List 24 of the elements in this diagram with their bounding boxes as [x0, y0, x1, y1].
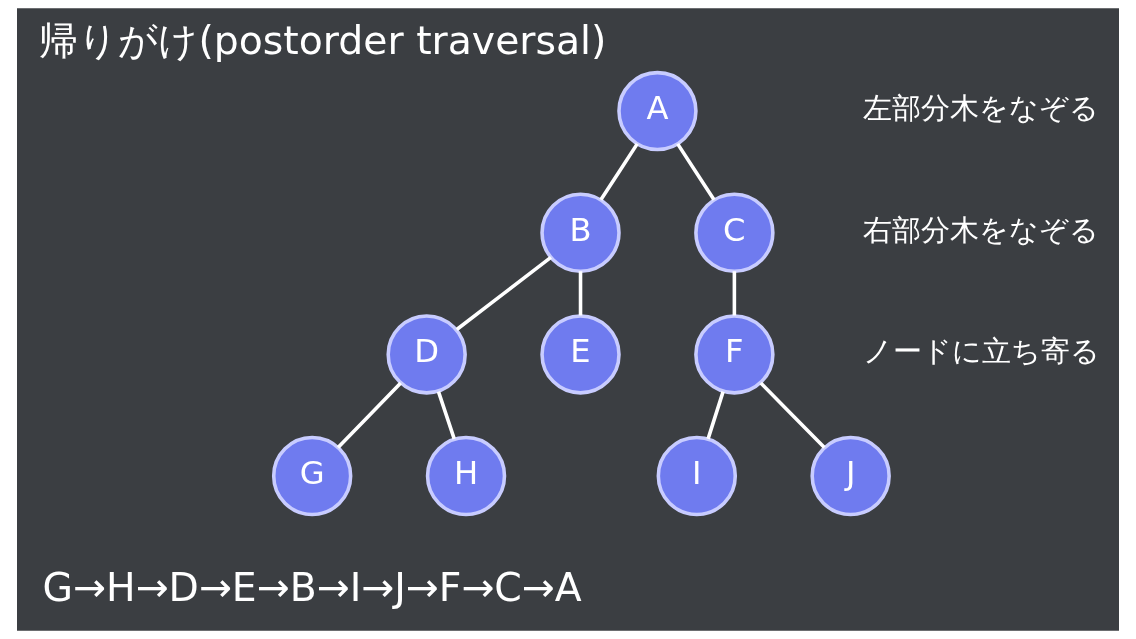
connector	[599, 142, 639, 201]
connector	[706, 391, 725, 440]
node-circle: H	[425, 435, 507, 517]
connector	[578, 271, 583, 316]
node-circle: I	[656, 435, 738, 517]
diagram-title: 帰りがけ(postorder traversal)	[39, 17, 607, 64]
node-circle: G	[271, 435, 353, 517]
connector	[759, 381, 826, 449]
label: ノードに立ち寄る	[862, 334, 1100, 369]
node-circle: A	[617, 70, 698, 152]
connector	[336, 381, 402, 449]
node-circle: J	[810, 435, 891, 517]
node-circle: B	[540, 192, 621, 273]
node-circle: C	[694, 192, 775, 273]
label: 左部分木をなぞる	[863, 90, 1100, 125]
label: 右部分木をなぞる	[863, 212, 1100, 247]
label: G→H→D→E→B→I→J→F→C→A	[42, 564, 582, 611]
node-circle: D	[386, 314, 467, 395]
node-circle: F	[694, 314, 775, 395]
node-circle: E	[540, 314, 621, 395]
connector	[436, 391, 456, 440]
connector	[455, 255, 552, 331]
connector	[732, 271, 737, 316]
connector	[676, 142, 716, 201]
